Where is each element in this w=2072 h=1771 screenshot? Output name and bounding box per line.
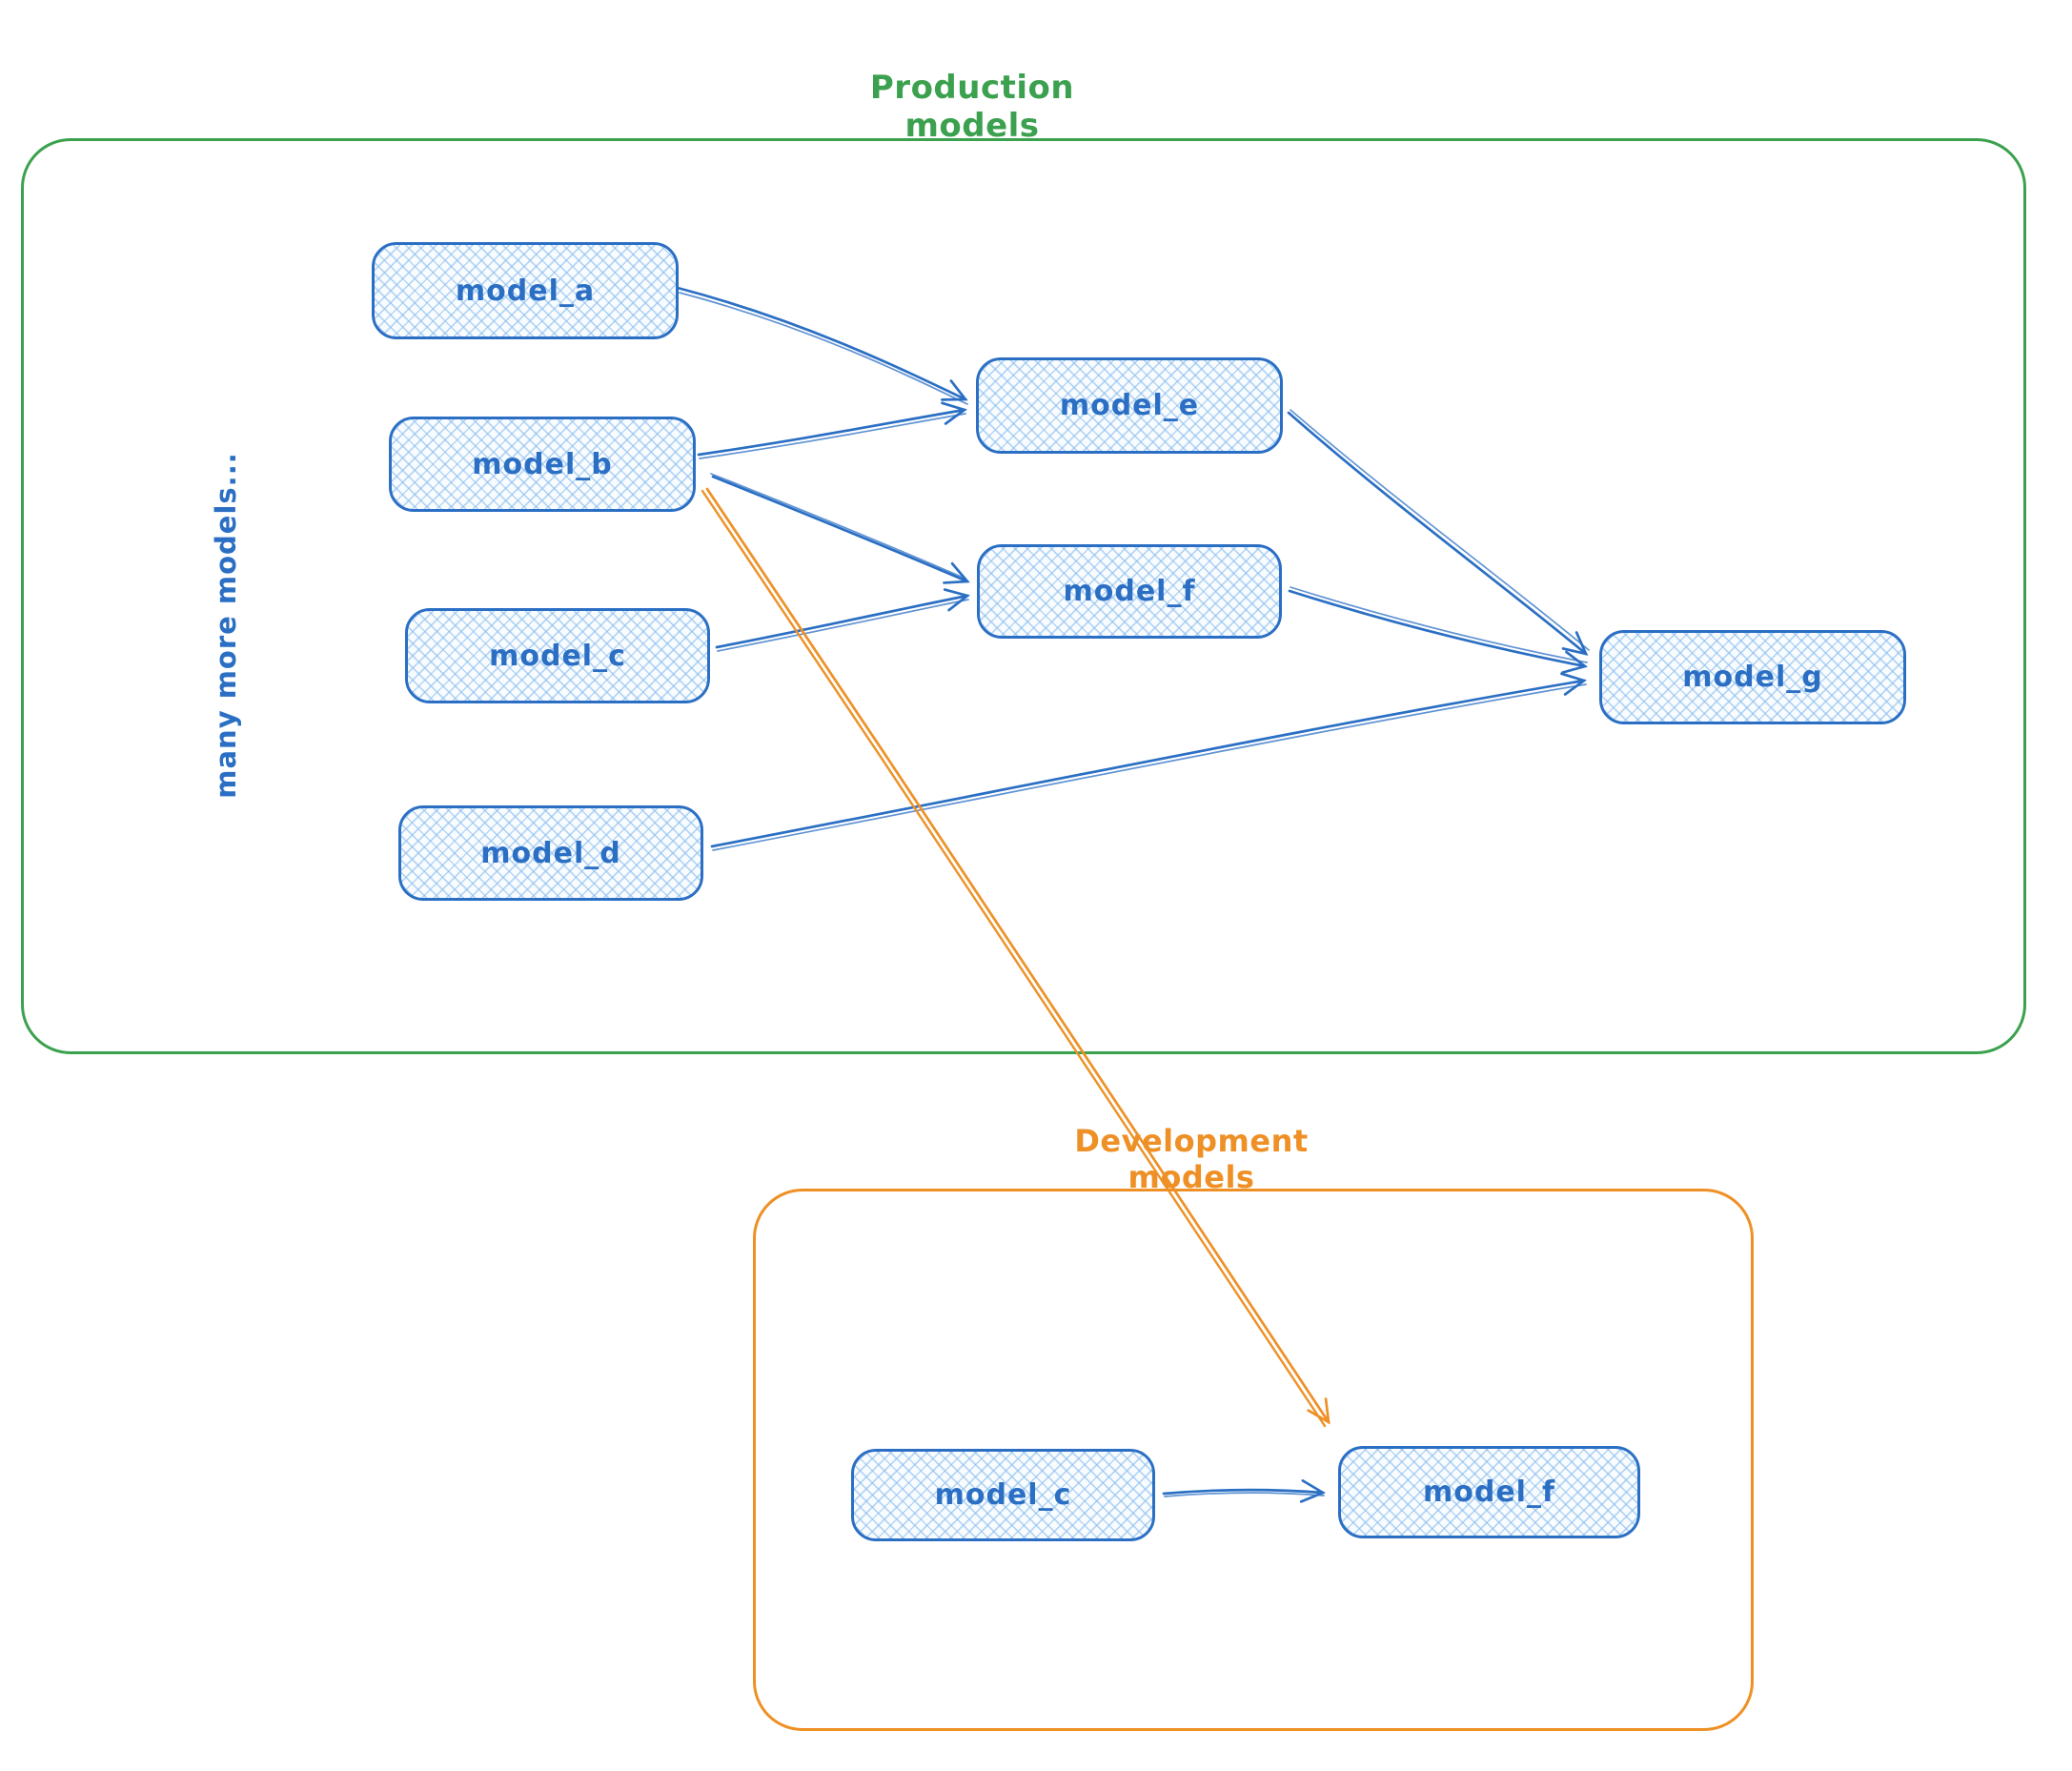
node-production-model_e[interactable]: model_e <box>976 357 1283 454</box>
edge-production-model_a-model_e[interactable] <box>676 286 968 405</box>
node-label-development-model_c: model_c <box>934 1478 1072 1512</box>
production-frame[interactable] <box>21 138 2026 1054</box>
node-development-model_f[interactable]: model_f <box>1338 1446 1640 1538</box>
node-label-production-model_g: model_g <box>1682 661 1823 694</box>
node-label-production-model_f: model_f <box>1063 575 1196 608</box>
development-frame[interactable] <box>753 1189 1754 1731</box>
node-production-model_f[interactable]: model_f <box>977 544 1282 639</box>
node-label-production-model_b: model_b <box>472 447 613 481</box>
edge-production-model_b-model_f[interactable] <box>710 473 970 584</box>
edge-production-model_c-model_f[interactable] <box>715 588 970 652</box>
node-production-model_g[interactable]: model_g <box>1599 630 1906 724</box>
node-production-model_d[interactable]: model_d <box>398 805 703 901</box>
edge-development-model_c-model_f[interactable] <box>1162 1479 1327 1503</box>
edge-production-model_f-model_g[interactable] <box>1288 586 1588 674</box>
node-label-production-model_e: model_e <box>1059 389 1200 422</box>
node-production-model_c[interactable]: model_c <box>405 608 710 703</box>
node-label-production-model_d: model_d <box>480 836 621 870</box>
edge-production-model_d-model_g[interactable] <box>710 672 1587 851</box>
node-label-production-model_a: model_a <box>455 274 596 308</box>
production-frame-title: Production models <box>869 69 1075 145</box>
edge-cross-model_b-model_f[interactable] <box>701 487 1331 1428</box>
node-development-model_c[interactable]: model_c <box>851 1449 1155 1541</box>
node-production-model_a[interactable]: model_a <box>372 242 679 339</box>
node-label-production-model_c: model_c <box>489 639 626 673</box>
node-production-model_b[interactable]: model_b <box>389 417 696 512</box>
node-label-development-model_f: model_f <box>1422 1476 1556 1509</box>
edge-production-model_e-model_g[interactable] <box>1287 409 1590 656</box>
edge-production-model_b-model_e[interactable] <box>697 401 967 459</box>
